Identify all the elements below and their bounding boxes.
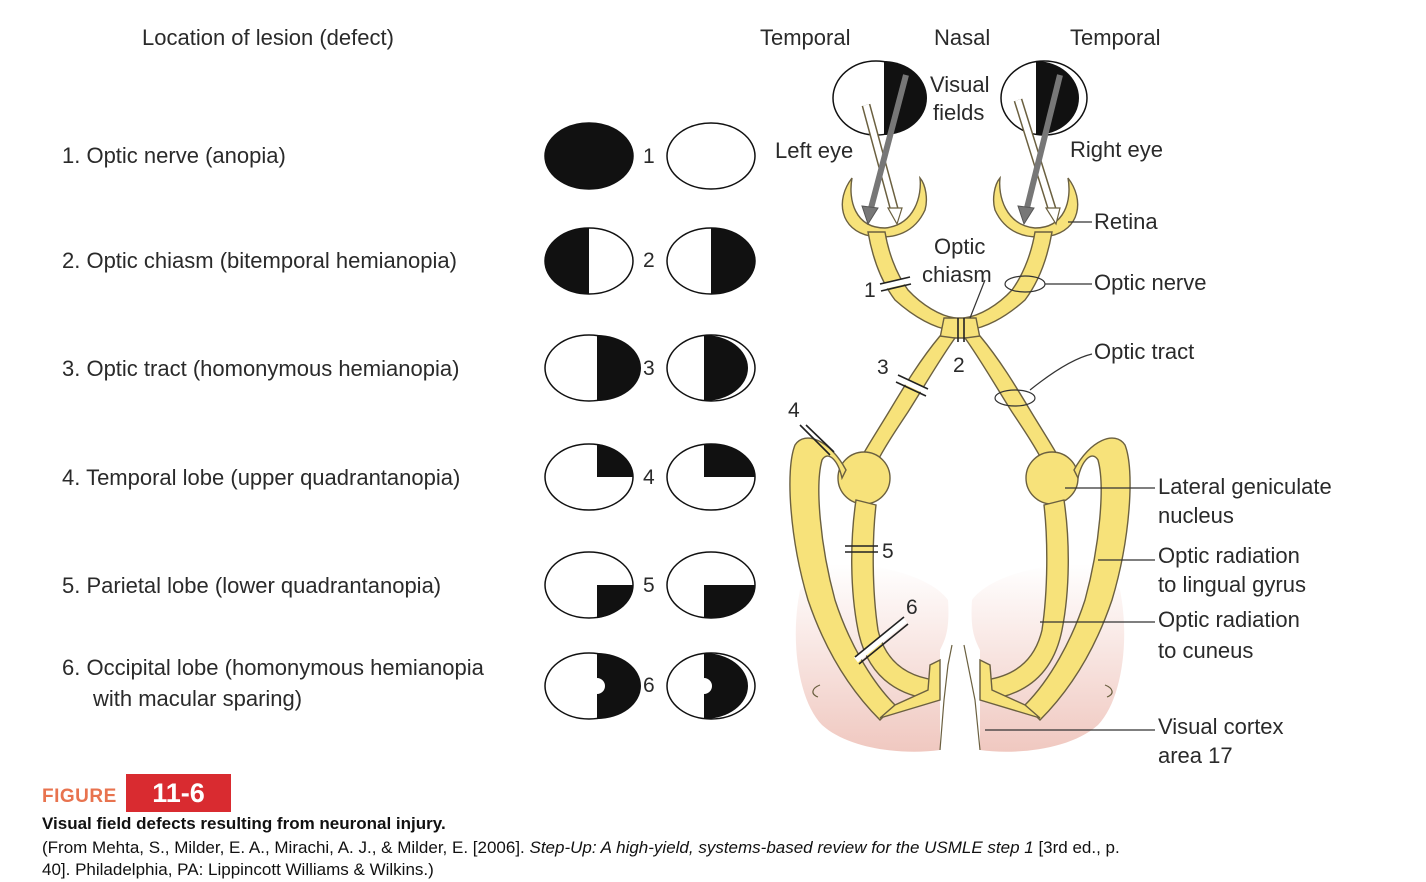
- row-number-3: 3: [643, 357, 655, 380]
- caption-source-line-2: 40]. Philadelphia, PA: Lippincott Willia…: [42, 860, 434, 879]
- field-right-eye-3: [704, 335, 748, 401]
- caption-title: Visual field defects resulting from neur…: [42, 814, 446, 833]
- row-number-5: 5: [643, 574, 655, 597]
- light-rays: [861, 74, 1063, 226]
- left-cortex-target: [879, 658, 941, 719]
- visual-field-defects: [544, 122, 756, 720]
- row-number-1: 1: [643, 145, 655, 168]
- lesion-label-5: 5. Parietal lobe (lower quadrantanopia): [62, 573, 442, 598]
- right-eye-label: Right eye: [1070, 137, 1163, 162]
- field-row-1: [544, 122, 756, 190]
- right-optic-tract: [963, 335, 1062, 465]
- field-left-eye-3: [597, 335, 641, 401]
- optic-chiasm-label-1: Optic: [934, 234, 986, 259]
- field-row-4: [544, 443, 756, 511]
- temporal-left-label: Temporal: [760, 25, 851, 50]
- cut-number-6: 6: [906, 596, 918, 619]
- field-left-eye-6: [597, 653, 641, 719]
- optic-chiasm-shape: [939, 317, 981, 339]
- figure-number-badge: 11-6: [126, 774, 231, 812]
- radiation-cuneus-label-2: to cuneus: [1158, 638, 1254, 663]
- figure-word: FIGURE: [42, 786, 117, 807]
- field-right-eye-4: [704, 443, 756, 477]
- field-row-5: [544, 551, 756, 619]
- cut-number-1: 1: [864, 279, 876, 302]
- lesion-label-4: 4. Temporal lobe (upper quadrantanopia): [62, 465, 461, 490]
- left-meyer-loop: [789, 437, 896, 721]
- optic-tract-ring: [994, 389, 1036, 407]
- radiation-lingual-label-1: Optic radiation: [1158, 543, 1300, 568]
- field-left-eye-2: [545, 228, 589, 294]
- optic-tract-label: Optic tract: [1094, 339, 1195, 364]
- right-lgn: [1025, 451, 1079, 505]
- radiation-cuneus-label-1: Optic radiation: [1158, 607, 1300, 632]
- retina-label: Retina: [1094, 209, 1158, 234]
- optic-chiasm-label-2: chiasm: [922, 262, 992, 287]
- cut-5-mark: [845, 545, 878, 553]
- lesion-label-3: 3. Optic tract (homonymous hemianopia): [62, 356, 460, 381]
- field-right-eye-6: [704, 653, 748, 719]
- cut-number-4: 4: [788, 399, 800, 422]
- left-retina: [841, 175, 928, 238]
- field-right-eye-1: [666, 122, 756, 190]
- cortex-midline-right: [963, 644, 981, 751]
- cut-4-mark: [799, 424, 835, 456]
- field-row-2: [544, 227, 756, 295]
- right-meyer-loop: [1024, 437, 1131, 721]
- caption-source-pre: (From Mehta, S., Milder, E. A., Mirachi,…: [42, 838, 530, 857]
- cut-6-mark: [854, 616, 909, 665]
- cut-2-mark: [957, 318, 965, 342]
- left-optic-tract: [858, 335, 957, 465]
- cortex-midline-left: [939, 644, 953, 751]
- lesion-label-1: 1. Optic nerve (anopia): [62, 143, 286, 168]
- field-left-eye-1: [544, 122, 634, 190]
- field-left-eye-4: [597, 444, 634, 477]
- temporal-right-label: Temporal: [1070, 25, 1161, 50]
- leader-chiasm: [969, 279, 986, 319]
- visual-pathway: [789, 231, 1131, 721]
- visual-cortex-label-2: area 17: [1158, 743, 1233, 768]
- radiation-lingual-label-2: to lingual gyrus: [1158, 572, 1306, 597]
- right-retina: [992, 175, 1079, 238]
- visual-cortex-label-1: Visual cortex: [1158, 714, 1284, 739]
- nasal-label: Nasal: [934, 25, 991, 50]
- lgn-label-1: Lateral geniculate: [1158, 474, 1332, 499]
- leader-lines: [969, 221, 1155, 731]
- row-number-4: 4: [643, 466, 655, 489]
- location-title: Location of lesion (defect): [142, 25, 394, 50]
- cut-number-3: 3: [877, 356, 889, 379]
- caption-source-book: Step-Up: A high-yield, systems-based rev…: [529, 838, 1034, 857]
- field-right-eye-5: [704, 585, 756, 619]
- visual-fields-label-1: Visual: [930, 72, 990, 97]
- lesion-cuts: [799, 276, 965, 665]
- visual-fields-label-2: fields: [933, 100, 985, 125]
- field-row-3: [544, 334, 756, 402]
- caption-source-post: [3rd ed., p.: [1033, 838, 1120, 857]
- lesion-label-6a: 6. Occipital lobe (homonymous hemianopia: [62, 655, 484, 680]
- leader-optic-tract: [1029, 353, 1093, 391]
- row-number-2: 2: [643, 249, 655, 272]
- cortex-sulcus-left: [812, 684, 821, 698]
- field-right-eye-2: [711, 228, 755, 294]
- cut-number-5: 5: [882, 540, 894, 563]
- left-eye-label: Left eye: [775, 138, 854, 163]
- eyes: [832, 60, 1088, 238]
- lgn-label-2: nucleus: [1158, 503, 1234, 528]
- right-cortex-target: [979, 658, 1041, 719]
- lesion-label-6b: with macular sparing): [93, 686, 303, 711]
- optic-nerve-label: Optic nerve: [1094, 270, 1207, 295]
- field-left-eye-5: [597, 585, 634, 618]
- cut-3-mark: [895, 374, 930, 397]
- cut-number-2: 2: [953, 354, 965, 377]
- left-lgn: [837, 451, 891, 505]
- cortex-sulcus-right: [1104, 684, 1113, 698]
- lesion-label-2: 2. Optic chiasm (bitemporal hemianopia): [62, 248, 457, 273]
- row-number-6: 6: [643, 674, 655, 697]
- field-row-6: [544, 652, 756, 720]
- cut-1-mark: [879, 276, 912, 292]
- caption-source-line-1: (From Mehta, S., Milder, E. A., Mirachi,…: [42, 838, 1120, 858]
